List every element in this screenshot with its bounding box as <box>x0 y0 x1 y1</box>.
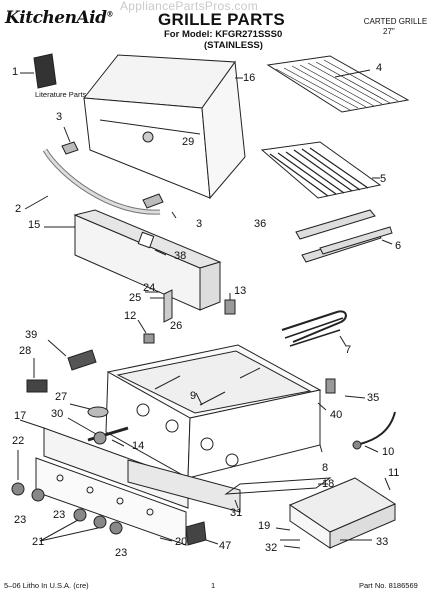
callout-6[interactable]: 6 <box>395 240 402 252</box>
callout-4[interactable]: 4 <box>376 62 383 74</box>
part-igniter-switch[interactable] <box>26 358 48 393</box>
callout-36[interactable]: 36 <box>254 218 267 230</box>
callout-32[interactable]: 32 <box>265 542 278 554</box>
part-regulator-hose[interactable] <box>352 411 396 453</box>
variant-label: (STAINLESS) <box>204 40 263 51</box>
brand-name: KitchenAid <box>5 8 107 28</box>
callout-14[interactable]: 14 <box>132 440 145 452</box>
page-title: GRILLE PARTS <box>158 10 286 29</box>
callout-8[interactable]: 8 <box>322 462 329 474</box>
size-label: 27" <box>383 27 395 36</box>
callout-22[interactable]: 22 <box>12 435 25 447</box>
callout-30[interactable]: 30 <box>51 408 64 420</box>
callout-2[interactable]: 2 <box>15 203 22 215</box>
callout-15[interactable]: 15 <box>28 219 41 231</box>
part-heat-shield[interactable] <box>44 209 222 311</box>
part-hood[interactable] <box>83 54 246 200</box>
part-literature-booklet[interactable] <box>20 53 57 89</box>
category-label: CARTED GRILLE <box>363 17 428 26</box>
callout-35[interactable]: 35 <box>367 392 380 404</box>
callout-18[interactable]: 18 <box>322 478 335 490</box>
callout-23-right[interactable]: 23 <box>115 547 128 559</box>
part-igniter-module[interactable] <box>47 339 97 371</box>
part-grease-tray[interactable] <box>288 477 397 549</box>
brand-logo: KitchenAid® <box>5 8 113 28</box>
footer-page-number: 1 <box>211 581 216 590</box>
brand-mark: ® <box>106 9 114 19</box>
model-line: For Model: KFGR271SSS0 <box>164 29 283 40</box>
part-side-hardware[interactable] <box>317 378 366 411</box>
callout-27[interactable]: 27 <box>55 391 68 403</box>
part-gas-valve[interactable] <box>67 417 129 447</box>
part-bottom-panel[interactable] <box>224 477 332 495</box>
part-control-knobs[interactable] <box>11 450 123 542</box>
part-cooking-grate[interactable] <box>260 141 382 199</box>
footer-part-number: Part No. 8186569 <box>359 581 418 590</box>
callout-40[interactable]: 40 <box>330 409 343 421</box>
part-burner[interactable] <box>281 310 347 347</box>
callout-24[interactable]: 24 <box>143 282 156 294</box>
callout-7[interactable]: 7 <box>345 344 352 356</box>
watermark: AppliancePartsPros.com <box>120 0 258 13</box>
callout-38[interactable]: 38 <box>174 250 187 262</box>
callout-23-mid[interactable]: 23 <box>53 509 66 521</box>
callout-47[interactable]: 47 <box>219 540 232 552</box>
footer-print-info: 5–06 Litho In U.S.A. (cre) <box>4 581 89 590</box>
callout-3-right[interactable]: 3 <box>196 218 203 230</box>
callout-29[interactable]: 29 <box>182 136 195 148</box>
callout-5[interactable]: 5 <box>380 173 387 185</box>
callout-12[interactable]: 12 <box>124 310 137 322</box>
callout-23-left[interactable]: 23 <box>14 514 27 526</box>
callout-16[interactable]: 16 <box>243 72 256 84</box>
callout-13[interactable]: 13 <box>234 285 247 297</box>
callout-19[interactable]: 19 <box>258 520 271 532</box>
literature-parts-label: Literature Parts <box>35 90 87 99</box>
part-warming-rack[interactable] <box>266 55 410 113</box>
callout-31[interactable]: 31 <box>230 507 243 519</box>
part-flavor-bars[interactable] <box>295 209 393 263</box>
callout-21[interactable]: 21 <box>32 536 45 548</box>
callout-26[interactable]: 26 <box>170 320 183 332</box>
part-misc-hardware[interactable] <box>185 521 372 549</box>
part-side-bracket[interactable] <box>145 289 173 323</box>
callout-1[interactable]: 1 <box>12 66 19 78</box>
callout-28[interactable]: 28 <box>19 345 32 357</box>
callout-3[interactable]: 3 <box>56 111 63 123</box>
callout-17[interactable]: 17 <box>14 410 27 422</box>
part-firebox[interactable] <box>105 344 323 479</box>
callout-20[interactable]: 20 <box>175 536 188 548</box>
callout-11[interactable]: 11 <box>388 467 400 479</box>
part-valve-knob-stem[interactable] <box>69 403 109 418</box>
part-handle[interactable] <box>24 126 177 219</box>
callout-9[interactable]: 9 <box>190 390 197 402</box>
callout-10[interactable]: 10 <box>382 446 395 458</box>
callout-25[interactable]: 25 <box>129 292 142 304</box>
callout-33[interactable]: 33 <box>376 536 389 548</box>
callout-39[interactable]: 39 <box>25 329 38 341</box>
part-clips[interactable] <box>137 293 236 344</box>
part-drip-tray[interactable] <box>127 459 241 513</box>
